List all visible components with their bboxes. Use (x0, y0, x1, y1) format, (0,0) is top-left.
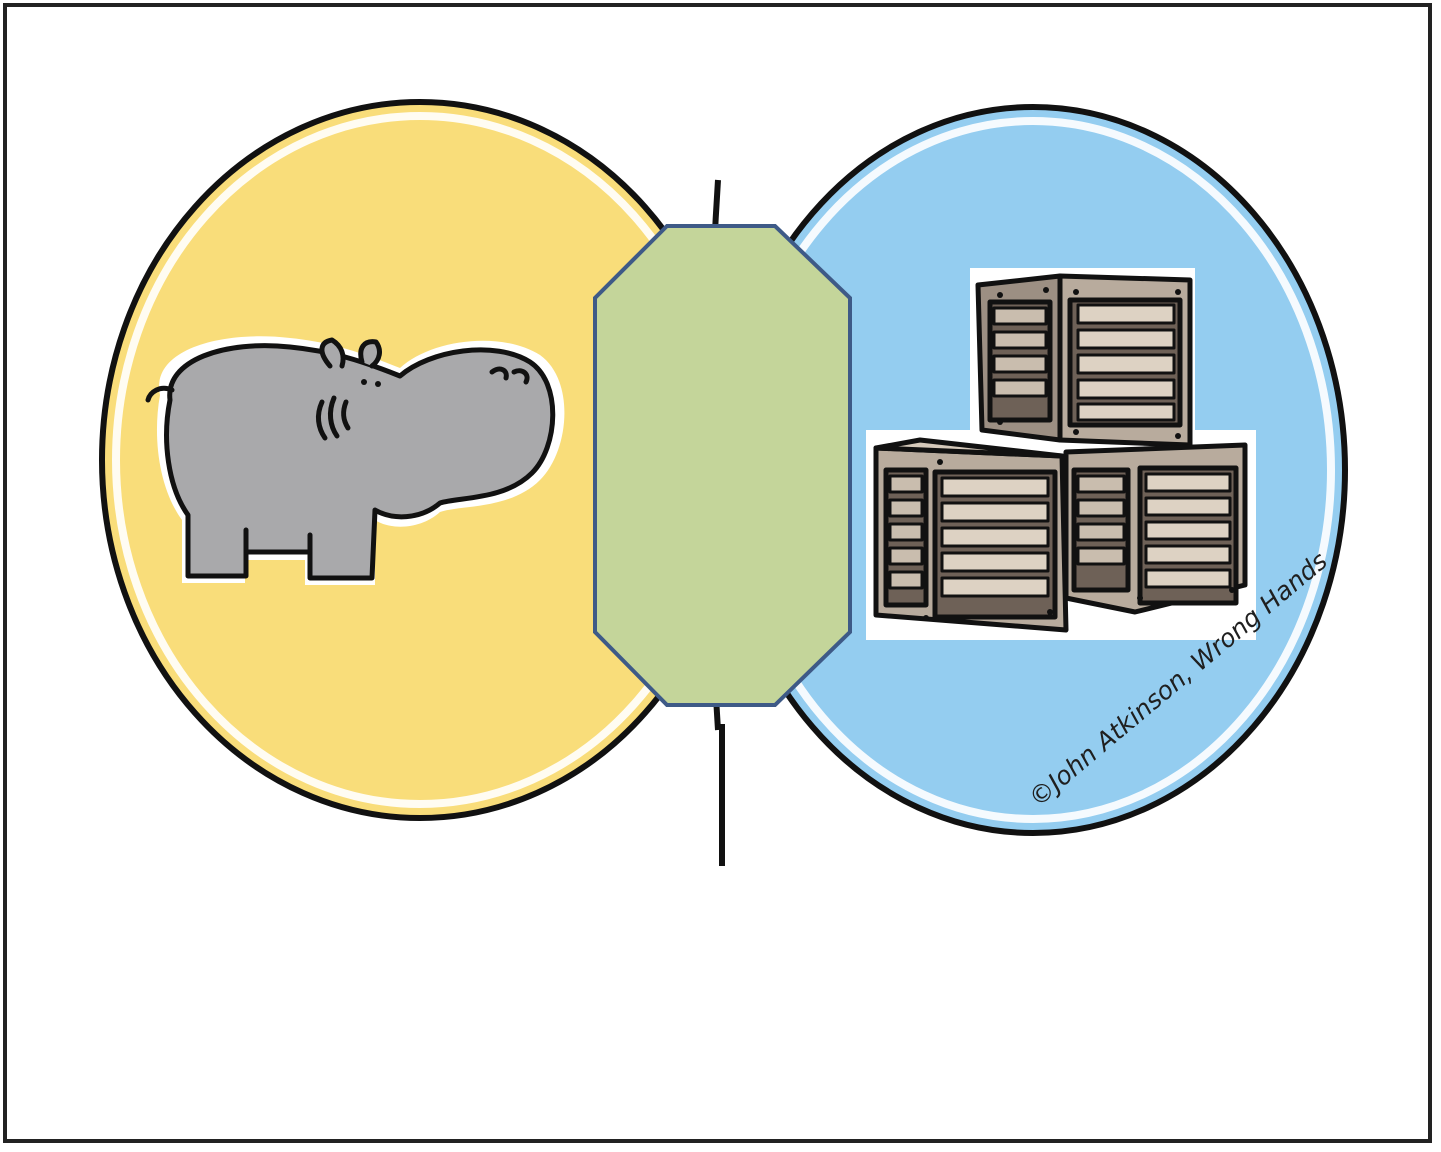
hippo-icon (145, 336, 565, 585)
center-box (593, 224, 852, 707)
crates-icon (866, 268, 1256, 640)
